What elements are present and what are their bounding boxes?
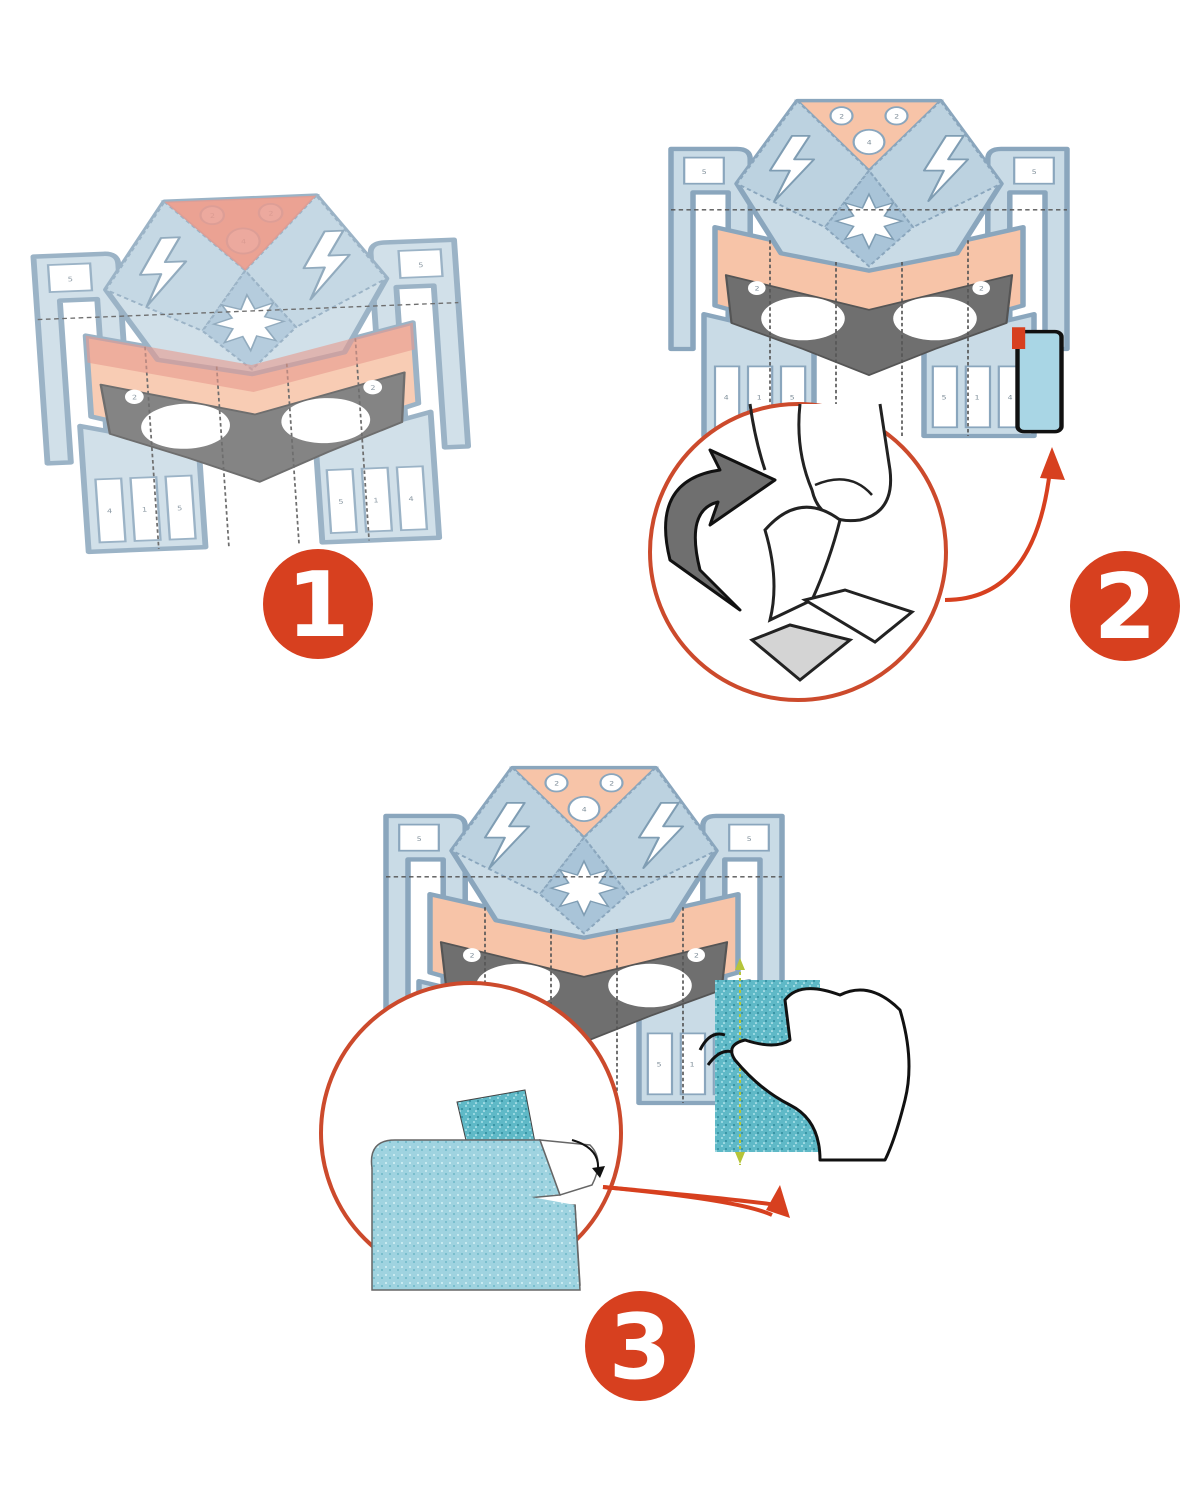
step3-callout <box>319 981 623 1291</box>
step2-badge: 2 <box>1070 551 1180 661</box>
step1-mask <box>30 190 474 553</box>
step2-pointer-arrow <box>944 447 1065 602</box>
step2-mask <box>671 101 1067 436</box>
step2-number: 2 <box>1094 555 1157 660</box>
curl-arrow-icon <box>571 1139 600 1171</box>
step3-badge: 3 <box>585 1291 695 1401</box>
step2-callout <box>648 402 948 702</box>
step1-badge: 1 <box>263 549 373 659</box>
step3-number: 3 <box>609 1295 672 1400</box>
step1-number: 1 <box>287 553 350 658</box>
sticker-backing-icon <box>749 623 854 682</box>
step3-pointer-arrow <box>602 1185 790 1218</box>
peel-arrow-icon <box>664 448 777 612</box>
peeled-sticker-icon <box>763 505 842 623</box>
hand-icon <box>698 987 911 1162</box>
